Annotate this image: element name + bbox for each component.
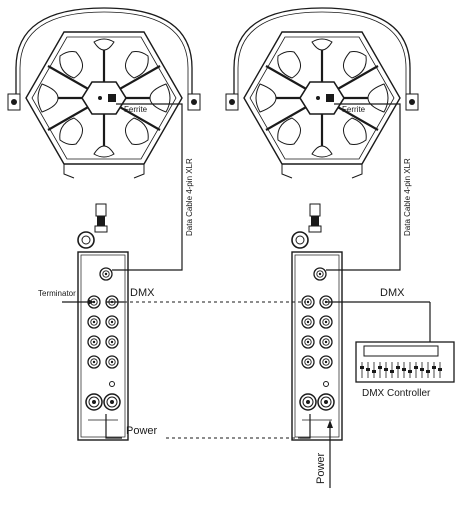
dmx-label-left: DMX <box>130 287 155 299</box>
data-cable-left <box>112 103 183 271</box>
fader-knob <box>372 370 376 373</box>
fader-knob <box>426 370 430 373</box>
data-cable-right <box>326 103 401 271</box>
terminator-arrow <box>62 299 94 305</box>
fader-knob <box>402 368 406 371</box>
data-cable-label-right: Data Cable 4-pin XLR <box>403 158 412 236</box>
terminator-label: Terminator <box>38 289 76 298</box>
dmx-controller <box>355 341 455 383</box>
fader-knob <box>390 370 394 373</box>
ferrite-label-right: Ferrite <box>342 105 366 114</box>
fader-knob <box>378 366 382 369</box>
control-box-right <box>292 204 342 440</box>
data-cable-label-left: Data Cable 4-pin XLR <box>185 158 194 236</box>
fader-knob <box>420 368 424 371</box>
fader-knob <box>432 366 436 369</box>
power-input-arrow <box>327 420 333 488</box>
power-bus <box>105 414 311 439</box>
fader-knob <box>438 368 442 371</box>
dmx-link <box>106 301 431 342</box>
power-input-label: Power <box>315 452 327 484</box>
fader-knob <box>360 366 364 369</box>
fader-knob <box>396 366 400 369</box>
fader-knob <box>414 366 418 369</box>
fixture-right <box>224 6 420 180</box>
power-bus-label: Power <box>126 425 158 437</box>
control-box-left <box>78 204 128 440</box>
controller-faders <box>360 362 442 378</box>
fixture-left <box>6 6 202 180</box>
dmx-label-right: DMX <box>380 287 405 299</box>
fader-knob <box>366 368 370 371</box>
dmx-controller-label: DMX Controller <box>362 388 431 399</box>
fader-knob <box>384 368 388 371</box>
fader-knob <box>408 370 412 373</box>
ferrite-label-left: Ferrite <box>124 105 148 114</box>
